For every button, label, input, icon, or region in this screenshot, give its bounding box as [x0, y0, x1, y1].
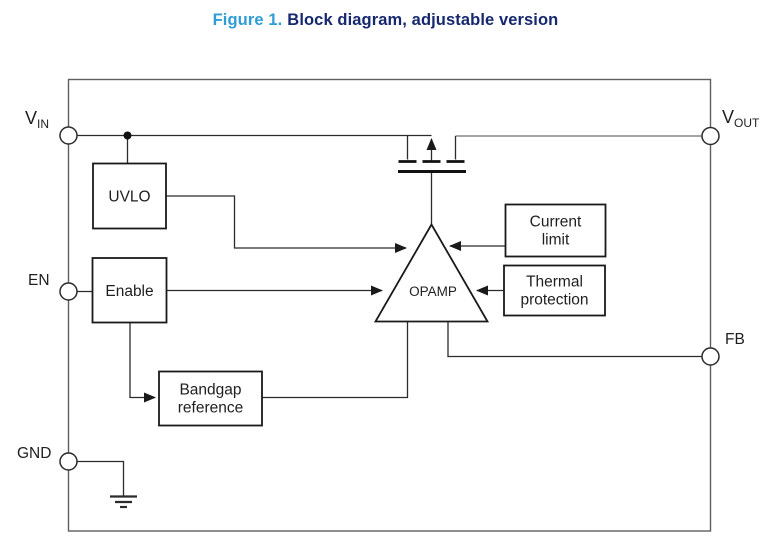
fb-pin — [701, 347, 720, 366]
current-limit-label-line2: limit — [542, 232, 570, 249]
uvlo-label: UVLO — [108, 189, 150, 206]
current-limit-label-line1: Current — [530, 214, 582, 231]
wire-uvlo-to-opamp — [166, 195, 407, 253]
bandgap-block — [158, 370, 263, 427]
gnd-pin — [59, 452, 78, 471]
pmos-pass-transistor-icon — [398, 135, 466, 225]
bandgap-label-line1: Bandgap — [179, 382, 241, 399]
bandgap-label-line2: reference — [178, 400, 243, 417]
opamp-triangle — [373, 222, 490, 323]
vin-pin-label: VIN — [25, 108, 49, 131]
fb-pin-label: FB — [725, 331, 745, 348]
figure-number: Figure 1. — [212, 11, 283, 29]
wire-gnd-to-ground — [68, 460, 125, 496]
vout-pin-label: VOUT — [722, 107, 760, 130]
figure-title: Block diagram, adjustable version — [287, 11, 559, 29]
figure-caption: Figure 1.Block diagram, adjustable versi… — [0, 11, 771, 30]
vin-pin — [59, 126, 78, 145]
uvlo-block — [92, 162, 167, 230]
current-limit-block — [504, 203, 607, 258]
gnd-pin-label: GND — [17, 445, 51, 462]
en-pin-label: EN — [28, 272, 50, 289]
wire-enable-to-bandgap — [129, 322, 156, 403]
thermal-protection-label-line1: Thermal — [526, 274, 583, 291]
enable-block — [91, 257, 168, 324]
thermal-protection-block — [503, 264, 606, 317]
wire-bandgap-to-opamp — [262, 321, 409, 399]
thermal-protection-label-line2: protection — [520, 292, 588, 309]
enable-label: Enable — [105, 283, 153, 300]
en-pin — [59, 282, 78, 301]
vout-pin — [701, 126, 720, 146]
opamp-label: OPAMP — [409, 284, 457, 299]
junction-dot — [123, 131, 132, 140]
ground-symbol-icon — [110, 495, 137, 509]
wire-opamp-to-fb — [447, 321, 711, 358]
chip-outline — [67, 78, 712, 532]
